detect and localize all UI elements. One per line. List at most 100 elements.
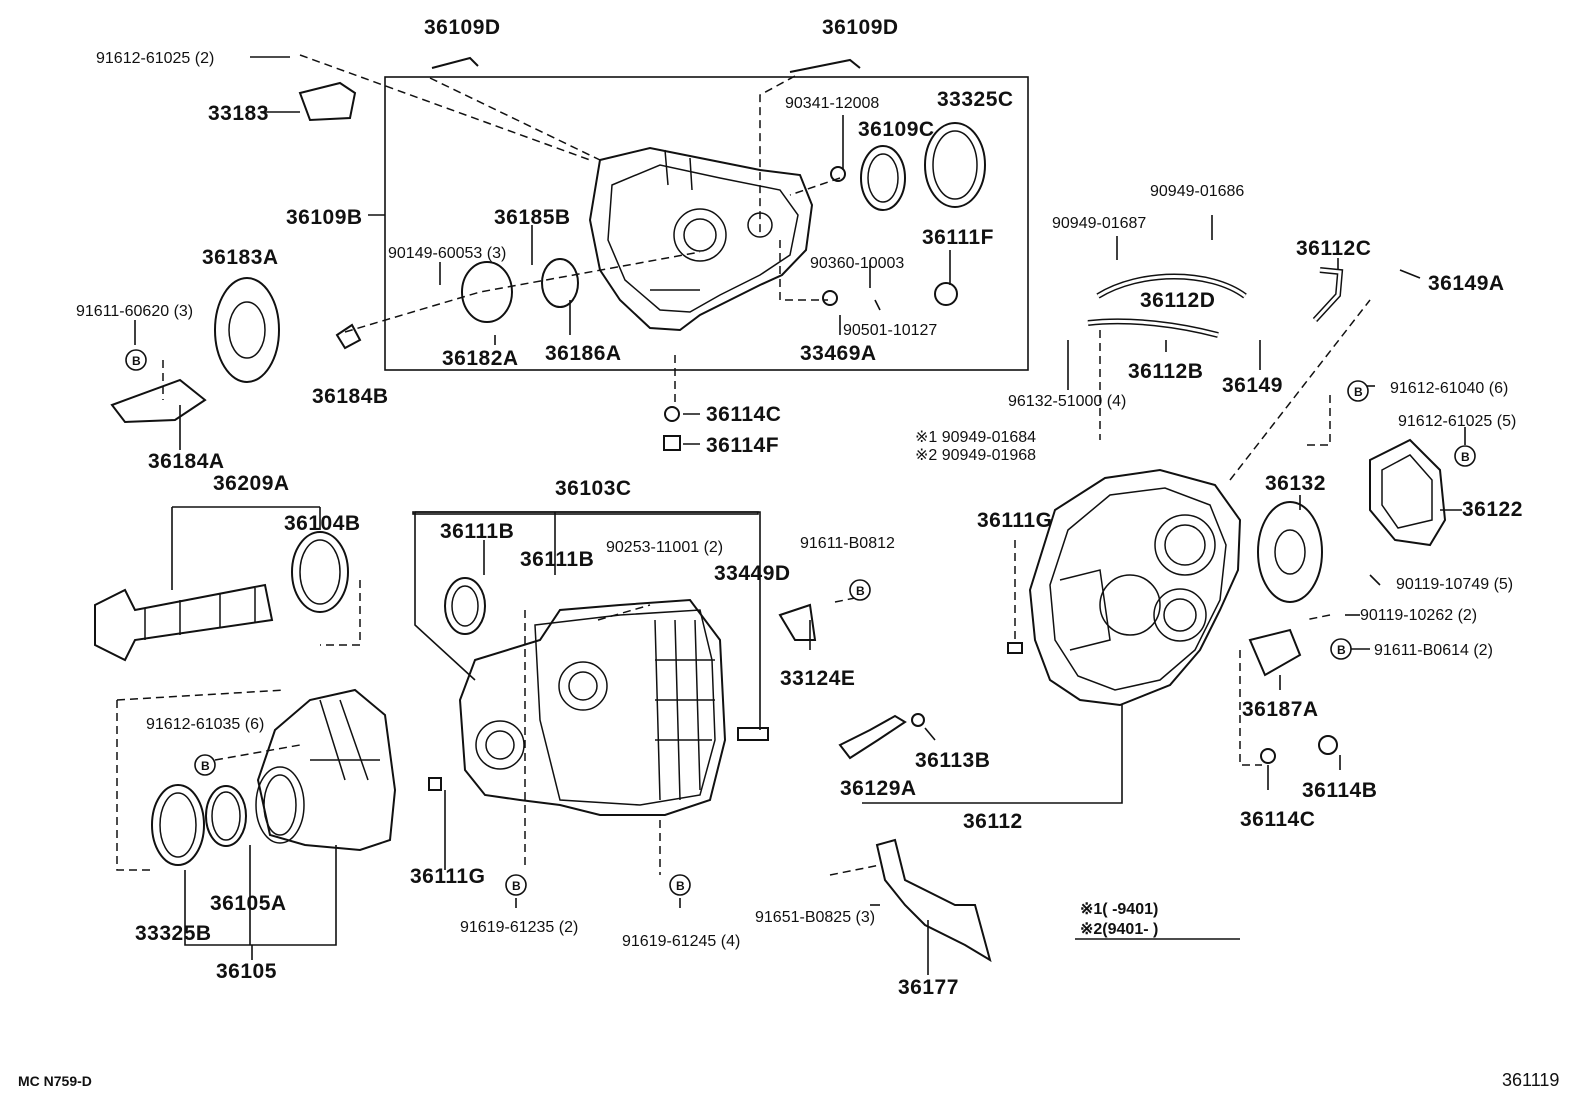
label-33449D: 33449D (714, 562, 791, 585)
label-91612-61025-right: 91612-61025 (5) (1398, 413, 1516, 430)
svg-text:B: B (1337, 643, 1346, 657)
label-90119-10262: 90119-10262 (2) (1360, 607, 1477, 624)
upper-group-box (384, 76, 1029, 371)
label-36186A: 36186A (545, 342, 622, 365)
plug-36114B (1318, 735, 1338, 755)
label-90949-01686: 90949-01686 (1150, 183, 1244, 200)
footnote-1: ※1( -9401) (1080, 901, 1158, 918)
label-36114C-top: 36114C (706, 403, 781, 426)
label-36103C: 36103C (555, 477, 632, 500)
label-91619-61235: 91619-61235 (2) (460, 919, 578, 936)
label-36122: 36122 (1462, 498, 1523, 521)
label-36112: 36112 (963, 810, 1023, 833)
label-36184A: 36184A (148, 450, 225, 473)
label-91612-61025-top: 91612-61025 (2) (96, 50, 214, 67)
label-36187A: 36187A (1242, 698, 1319, 721)
badge-b-91611-60620: B (125, 349, 147, 371)
footer-figure-number: 361119 (1502, 1070, 1559, 1090)
label-90501-10127: 90501-10127 (843, 322, 937, 339)
label-90949-01684: ※1 90949-01684 (915, 429, 1036, 446)
badge-b-91612-61035: B (194, 754, 216, 776)
footnote-2: ※2(9401- ) (1080, 921, 1158, 938)
bracket-36177 (875, 838, 992, 963)
badge-b-91619-61235: B (505, 874, 527, 896)
rear-case-36112 (1028, 468, 1242, 707)
label-91611-B0614: 91611-B0614 (2) (1374, 642, 1493, 659)
label-36112D: 36112D (1140, 289, 1215, 312)
label-36109D-right: 36109D (822, 16, 899, 39)
plug-90341 (830, 166, 846, 182)
badge-b-91611-B0614: B (1330, 638, 1352, 660)
label-36105: 36105 (216, 960, 277, 983)
label-36177: 36177 (898, 976, 959, 999)
extension-housing-36105 (255, 688, 397, 852)
label-33124E: 33124E (780, 667, 855, 690)
label-36109D-left: 36109D (424, 16, 501, 39)
washer-36114C-bottom (1260, 748, 1276, 764)
label-36129A: 36129A (840, 777, 917, 800)
bolt-36184B (335, 323, 362, 350)
label-36109C: 36109C (858, 118, 935, 141)
label-36111G-left: 36111G (410, 865, 485, 888)
pipe-36129A (838, 714, 907, 760)
label-36114F: 36114F (706, 434, 779, 457)
label-36149: 36149 (1222, 374, 1283, 397)
bracket-33183 (298, 81, 357, 122)
plug-36111G-right (1007, 642, 1023, 654)
label-36111F: 36111F (922, 226, 994, 249)
label-33325C: 33325C (937, 88, 1014, 111)
front-case-36109B (588, 146, 814, 332)
label-90119-10749: 90119-10749 (5) (1396, 576, 1513, 593)
washer-36114C-top (664, 406, 680, 422)
label-36185B: 36185B (494, 206, 571, 229)
label-90341-12008: 90341-12008 (785, 95, 879, 112)
ring-36113B (911, 713, 925, 727)
label-36111G-right: 36111G (977, 509, 1052, 532)
label-33469A: 33469A (800, 342, 877, 365)
label-36149A: 36149A (1428, 272, 1505, 295)
label-36182A: 36182A (442, 347, 519, 370)
output-shaft-36209A (94, 583, 274, 662)
label-36105A: 36105A (210, 892, 287, 915)
bracket-36187A (1248, 628, 1302, 677)
label-91612-61040: 91612-61040 (6) (1390, 380, 1508, 397)
label-36114C-bottom: 36114C (1240, 808, 1315, 831)
label-91619-61245: 91619-61245 (4) (622, 933, 740, 950)
footer-code-left: MC N759-D (18, 1073, 92, 1089)
label-36183A: 36183A (202, 246, 279, 269)
label-90949-01687: 90949-01687 (1052, 215, 1146, 232)
gear-36182A (461, 261, 513, 323)
label-36111B-a: 36111B (440, 520, 514, 543)
badge-b-91619-61245: B (669, 874, 691, 896)
svg-text:B: B (1461, 450, 1470, 464)
label-96132-51000: 96132-51000 (4) (1008, 393, 1126, 410)
seal-33325C (924, 122, 986, 208)
svg-text:B: B (132, 354, 141, 368)
plate-36184A (110, 378, 207, 424)
label-36104B: 36104B (284, 512, 361, 535)
label-36112C: 36112C (1296, 237, 1371, 260)
gear-36186A (541, 258, 579, 308)
svg-text:B: B (1354, 385, 1363, 399)
label-90360-10003: 90360-10003 (810, 255, 904, 272)
ring-36105A (205, 785, 247, 847)
plug-36114F (663, 435, 681, 451)
label-36132: 36132 (1265, 472, 1326, 495)
badge-b-91612-61025: B (1454, 445, 1476, 467)
bolt-36109D-left (431, 56, 479, 69)
seal-36132 (1257, 501, 1323, 603)
badge-b-91611-B0812: B (849, 579, 871, 601)
svg-text:B: B (856, 584, 865, 598)
label-90253-11001: 90253-11001 (2) (606, 539, 723, 556)
label-91651-B0825: 91651-B0825 (3) (755, 909, 875, 926)
label-91611-B0812: 91611-B0812 (800, 535, 895, 552)
gasket-33449D (737, 727, 769, 741)
plug-36111G-left (428, 777, 442, 791)
label-36112B: 36112B (1128, 360, 1203, 383)
label-36209A: 36209A (213, 472, 290, 495)
seal-36104B (291, 531, 349, 613)
center-case-36103C (458, 598, 727, 816)
badge-b-91612-61040: B (1347, 380, 1369, 402)
label-36113B: 36113B (915, 749, 990, 772)
